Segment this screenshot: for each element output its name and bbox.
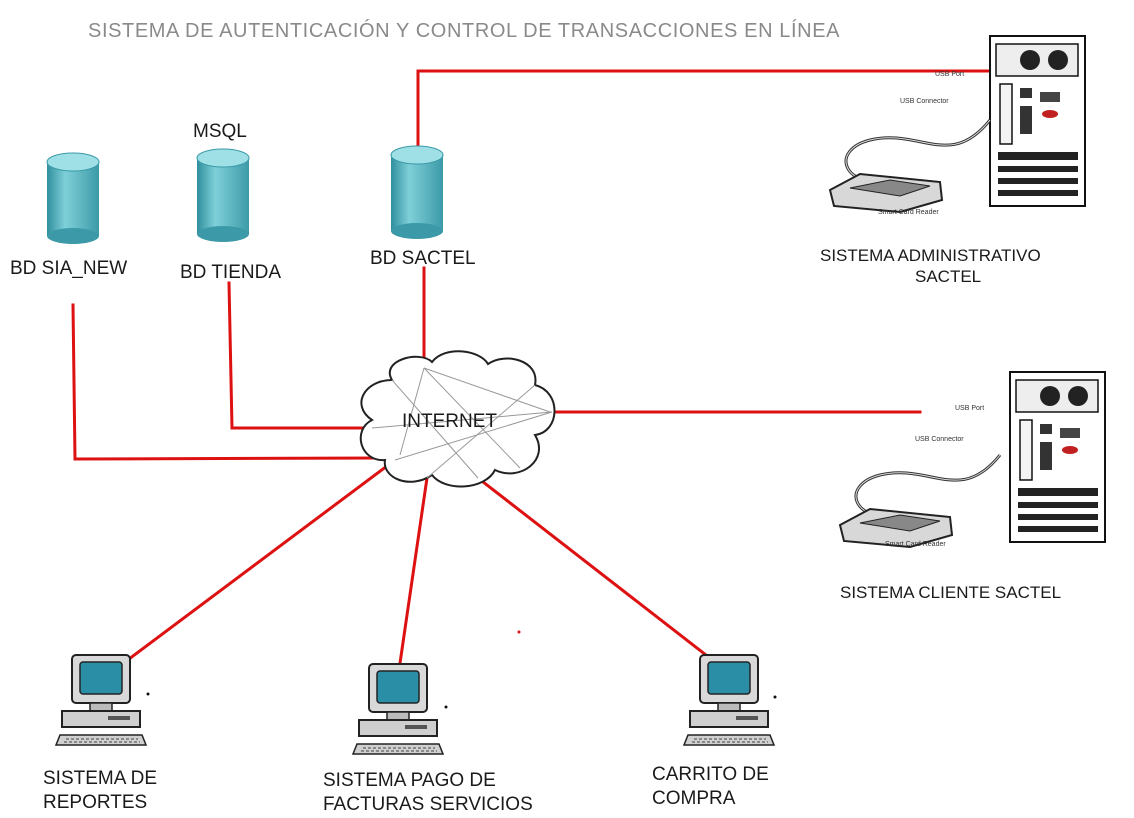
client-label-carrito-1: CARRITO DE: [652, 764, 769, 785]
cliente-usb-port-label: USB Port: [955, 405, 984, 412]
cloud-label: INTERNET: [402, 411, 497, 432]
client-label-facturas-1: SISTEMA PAGO DE: [323, 770, 496, 791]
link-tienda-internet: [227, 281, 370, 430]
cliente-reader-label: Smart Card Reader: [885, 541, 946, 548]
pc-icon-facturas: [352, 663, 444, 755]
admin-reader-label: Smart Card Reader: [878, 209, 939, 216]
internet-cloud-icon: [359, 350, 556, 488]
server-label-admin-2: SACTEL: [915, 267, 982, 286]
db-label-sactel: BD SACTEL: [370, 248, 476, 269]
cliente-usb-connector-label: USB Connector: [915, 436, 964, 443]
pc-icon-carrito: [683, 654, 775, 746]
cliente-server-icon: [838, 371, 1106, 549]
client-label-reportes-1: SISTEMA DE: [43, 768, 158, 789]
admin-usb-port-label: USB Port: [935, 71, 964, 78]
client-label-carrito-2: COMPRA: [652, 788, 736, 809]
network-links: [71, 69, 1002, 672]
server-label-cliente: SISTEMA CLIENTE SACTEL: [840, 583, 1062, 602]
pc-icon-reportes: [55, 654, 147, 746]
admin-server-icon: [828, 35, 1086, 214]
client-label-reportes-2: REPORTES: [43, 792, 148, 813]
db-label-tienda: BD TIENDA: [180, 262, 282, 283]
database-icon-tienda: [196, 148, 250, 242]
link-sactel-admin: [416, 69, 1002, 167]
server-label-admin-1: SISTEMA ADMINISTRATIVO: [820, 246, 1041, 265]
db-tag-msql: MSQL: [193, 121, 247, 142]
admin-usb-connector-label: USB Connector: [900, 98, 949, 105]
database-icon-sactel: [390, 145, 444, 239]
link-sianew-internet: [71, 303, 394, 461]
diagram-title: SISTEMA DE AUTENTICACIÓN Y CONTROL DE TR…: [88, 20, 841, 42]
client-label-facturas-2: FACTURAS SERVICIOS: [323, 794, 533, 815]
db-label-sianew: BD SIA_NEW: [10, 258, 128, 279]
database-icon-sianew: [46, 152, 100, 244]
link-internet-carrito: [475, 475, 718, 665]
link-internet-facturas: [397, 476, 429, 672]
link-internet-reportes: [122, 457, 398, 665]
